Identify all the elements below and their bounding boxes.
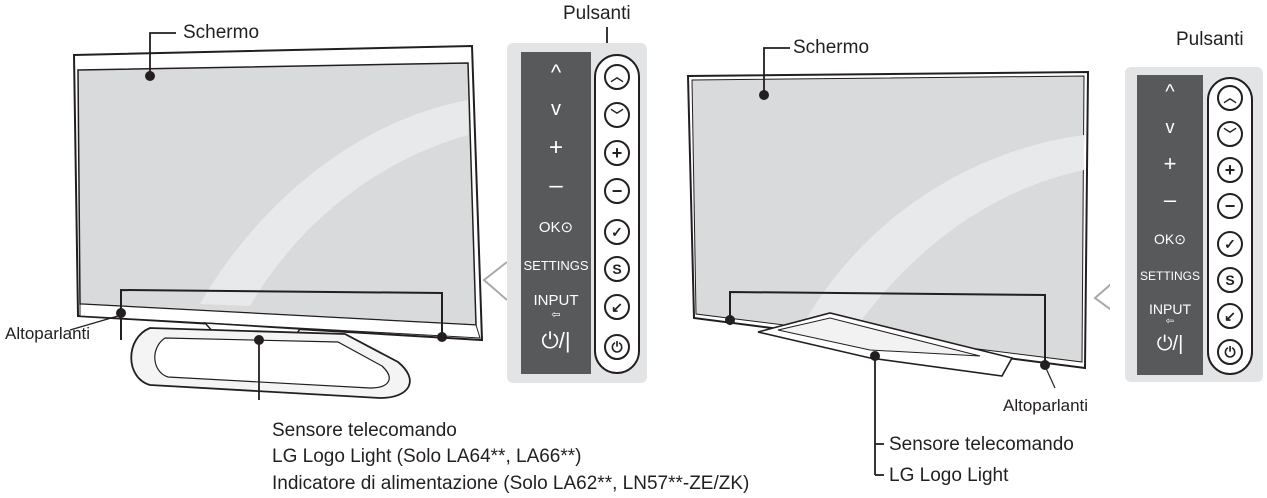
left-key-input-glyph: ⇦ — [551, 309, 561, 321]
left-screen-leader — [149, 32, 176, 78]
left-key-power: ⏻/| — [541, 328, 571, 353]
left-speakers-label: Altoparlanti — [5, 324, 91, 343]
right-callout-sensor: Sensore telecomando — [889, 434, 1074, 455]
left-callout-logo-light: LG Logo Light (Solo LA64**, LA66**) — [272, 446, 582, 467]
right-speaker-bracket — [729, 290, 1046, 365]
left-ok-button[interactable]: ✓ — [604, 219, 630, 245]
left-key-ok: OK⊙ — [538, 219, 574, 236]
right-key-settings: SETTINGS — [1139, 269, 1200, 283]
right-settings-button[interactable]: S — [1217, 267, 1243, 293]
right-plus-button[interactable]: + — [1217, 157, 1243, 183]
left-input-button[interactable]: ↙ — [604, 294, 630, 320]
right-tv-glare — [800, 135, 1084, 336]
right-tv-illustration — [686, 47, 1110, 377]
left-power-button[interactable]: ⏻ — [604, 334, 630, 360]
right-key-down: v — [1165, 117, 1175, 137]
right-key-minus: – — [1163, 187, 1177, 212]
left-button-strip: ︿ ﹀ + − ✓ S ↙ ⏻ — [594, 54, 640, 374]
left-key-minus: – — [549, 172, 563, 199]
left-panel-pointer — [482, 261, 508, 301]
left-tv-glare — [200, 100, 468, 306]
right-ok-button[interactable]: ✓ — [1217, 231, 1243, 257]
left-tv-stand-inner — [154, 337, 390, 389]
left-up-button[interactable]: ︿ — [604, 64, 630, 90]
left-callout-sensor: Sensore telecomando — [272, 420, 457, 441]
left-tv-illustration — [69, 32, 508, 400]
left-key-labels: ^ v + – OK⊙ SETTINGS INPUT ⇦ ⏻/| — [521, 52, 591, 374]
right-buttons-label: Pulsanti — [1176, 29, 1244, 50]
left-key-down: v — [551, 98, 561, 120]
right-screen-leader — [763, 47, 790, 96]
right-key-up: ^ — [1165, 81, 1175, 103]
left-key-up: ^ — [550, 60, 562, 85]
left-plus-button[interactable]: + — [604, 140, 630, 166]
left-callout-power-indicator: Indicatore di alimentazione (Solo LA62**… — [272, 473, 750, 494]
right-key-input-glyph: ⇦ — [1165, 316, 1175, 327]
left-tv-screen — [77, 62, 477, 326]
right-input-button[interactable]: ↙ — [1217, 303, 1243, 329]
right-tv-screen — [691, 75, 1085, 363]
right-minus-button[interactable]: − — [1217, 193, 1243, 219]
right-key-plus: + — [1163, 151, 1177, 176]
left-key-settings: SETTINGS — [523, 258, 589, 273]
right-callout-logo-light: LG Logo Light — [889, 465, 1009, 486]
left-buttons-label: Pulsanti — [563, 3, 631, 24]
right-up-button[interactable]: ︿ — [1217, 85, 1243, 111]
right-key-power: ⏻/| — [1156, 333, 1184, 355]
right-down-button[interactable]: ﹀ — [1217, 121, 1243, 147]
right-button-panel: ^ v + – OK⊙ SETTINGS INPUT ⇦ ⏻/| ︿ ﹀ + −… — [1125, 67, 1263, 382]
left-settings-button[interactable]: S — [604, 256, 630, 282]
left-minus-button[interactable]: − — [604, 178, 630, 204]
left-screen-label: Schermo — [183, 22, 260, 43]
left-key-input: INPUT — [533, 292, 579, 309]
right-panel-pointer — [1093, 283, 1110, 311]
left-key-plus: + — [548, 134, 563, 161]
left-down-button[interactable]: ﹀ — [604, 102, 630, 128]
right-key-input: INPUT — [1149, 301, 1191, 317]
right-power-button[interactable]: ⏻ — [1217, 339, 1243, 365]
right-screen-label: Schermo — [793, 37, 870, 58]
right-key-ok: OK⊙ — [1154, 231, 1186, 247]
right-speakers-label: Altoparlanti — [1003, 396, 1089, 415]
left-button-panel: ^ v + – OK⊙ SETTINGS INPUT ⇦ ⏻/| ︿ ﹀ + −… — [507, 43, 647, 383]
right-key-labels: ^ v + – OK⊙ SETTINGS INPUT ⇦ ⏻/| — [1137, 75, 1203, 375]
right-button-strip: ︿ ﹀ + − ✓ S ↙ ⏻ — [1207, 77, 1253, 375]
left-tv-bottom-edge — [79, 303, 481, 339]
